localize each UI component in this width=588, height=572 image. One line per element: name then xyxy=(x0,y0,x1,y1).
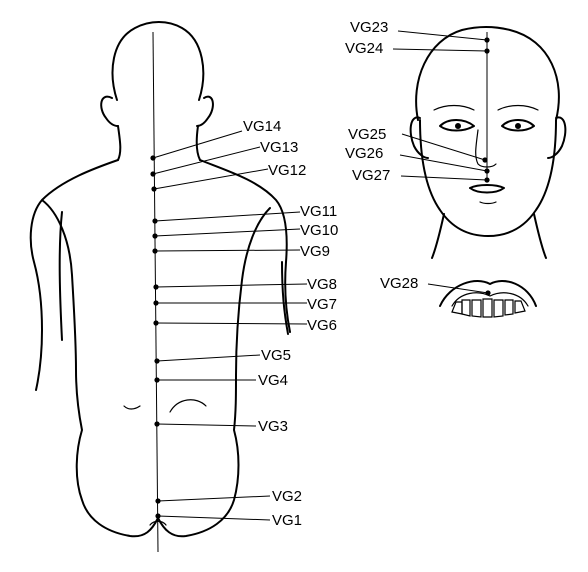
point-vg13 xyxy=(150,171,156,177)
label-vg12: VG12 xyxy=(268,162,306,179)
left-ear-outline xyxy=(100,95,119,127)
point-vg27 xyxy=(484,177,490,183)
mouth xyxy=(469,184,505,194)
leader-vg1 xyxy=(157,515,271,521)
left-eyebrow xyxy=(433,104,475,111)
tooth xyxy=(514,300,526,314)
leader-vg2 xyxy=(157,495,271,502)
tooth xyxy=(493,299,504,318)
label-vg26: VG26 xyxy=(345,145,383,162)
face-neck-outline xyxy=(431,213,445,259)
leader-vg24 xyxy=(392,48,488,52)
right-body-outline xyxy=(157,159,291,538)
leader-vg10 xyxy=(154,228,301,237)
face-outline xyxy=(415,26,560,237)
neck-right-outline xyxy=(195,125,201,161)
point-vg12 xyxy=(151,186,157,192)
leader-vg8 xyxy=(155,283,308,288)
back-figure xyxy=(29,21,291,553)
acupoint-annotations: VG14 VG13 VG12 VG11 VG10 VG9 VG8 VG7 VG6… xyxy=(150,19,491,529)
face-figure xyxy=(409,26,567,259)
label-vg9: VG9 xyxy=(300,243,330,260)
leader-vg9 xyxy=(154,249,301,252)
chin-line xyxy=(479,201,497,205)
label-vg8: VG8 xyxy=(307,276,337,293)
right-eyebrow xyxy=(497,104,539,111)
tooth xyxy=(471,299,482,318)
tooth xyxy=(482,298,493,318)
leader-vg14 xyxy=(152,130,243,159)
leader-vg6 xyxy=(155,322,308,325)
point-vg14 xyxy=(150,155,156,161)
label-vg6: VG6 xyxy=(307,317,337,334)
point-vg10 xyxy=(152,233,158,239)
leader-vg3 xyxy=(156,423,257,427)
point-vg23 xyxy=(484,37,490,43)
point-vg5 xyxy=(154,358,160,364)
label-vg4: VG4 xyxy=(258,372,288,389)
point-vg24 xyxy=(484,48,490,54)
label-vg28: VG28 xyxy=(380,275,418,292)
point-vg2 xyxy=(155,498,161,504)
point-vg28 xyxy=(485,290,491,296)
label-vg23: VG23 xyxy=(350,19,388,36)
label-vg27: VG27 xyxy=(352,167,390,184)
label-vg5: VG5 xyxy=(261,347,291,364)
point-vg4 xyxy=(154,377,160,383)
leader-vg12 xyxy=(153,168,269,190)
right-eye xyxy=(501,119,535,132)
upper-lip-outline xyxy=(439,280,537,307)
face-left-ear xyxy=(409,116,429,159)
label-vg25: VG25 xyxy=(348,126,386,143)
point-vg7 xyxy=(153,300,159,306)
label-vg11: VG11 xyxy=(300,203,337,220)
left-body-outline xyxy=(29,159,159,538)
gum-figure xyxy=(439,280,537,318)
label-vg13: VG13 xyxy=(260,139,298,156)
leader-vg28 xyxy=(427,283,489,294)
label-vg7: VG7 xyxy=(307,296,337,313)
left-pupil xyxy=(455,123,461,129)
back-head-outline xyxy=(111,21,205,101)
leader-vg25 xyxy=(401,133,486,161)
leader-vg11 xyxy=(154,211,301,222)
point-vg11 xyxy=(152,218,158,224)
leader-vg23 xyxy=(397,30,488,41)
label-vg2: VG2 xyxy=(272,488,302,505)
right-pupil xyxy=(515,123,521,129)
label-vg24: VG24 xyxy=(345,40,383,57)
tooth xyxy=(461,299,471,317)
leader-vg26 xyxy=(399,154,488,172)
point-vg8 xyxy=(153,284,159,290)
point-vg1 xyxy=(155,513,161,519)
left-arm-inner-outline xyxy=(58,211,63,341)
back-midline xyxy=(152,31,159,553)
nose-outline xyxy=(475,129,497,168)
teeth xyxy=(451,298,526,318)
point-vg26 xyxy=(484,168,490,174)
leader-vg13 xyxy=(152,146,261,175)
point-vg6 xyxy=(153,320,159,326)
point-vg25 xyxy=(482,157,488,163)
leader-vg5 xyxy=(156,354,261,362)
neck-left-outline xyxy=(117,125,122,161)
tooth xyxy=(504,299,514,316)
label-vg1: VG1 xyxy=(272,512,302,529)
right-buttock-crease xyxy=(169,399,207,413)
left-eye xyxy=(439,119,475,132)
left-dimple xyxy=(123,405,141,410)
label-vg3: VG3 xyxy=(258,418,288,435)
gum-outline xyxy=(451,292,529,307)
face-right-ear xyxy=(547,116,567,159)
right-ear-outline xyxy=(196,95,214,127)
right-arm-inner-outline xyxy=(281,261,289,335)
label-vg14: VG14 xyxy=(243,118,281,135)
leader-vg27 xyxy=(400,175,488,181)
face-neck-outline-right xyxy=(533,213,547,259)
label-vg10: VG10 xyxy=(300,222,338,239)
point-vg3 xyxy=(154,421,160,427)
point-vg9 xyxy=(152,248,158,254)
